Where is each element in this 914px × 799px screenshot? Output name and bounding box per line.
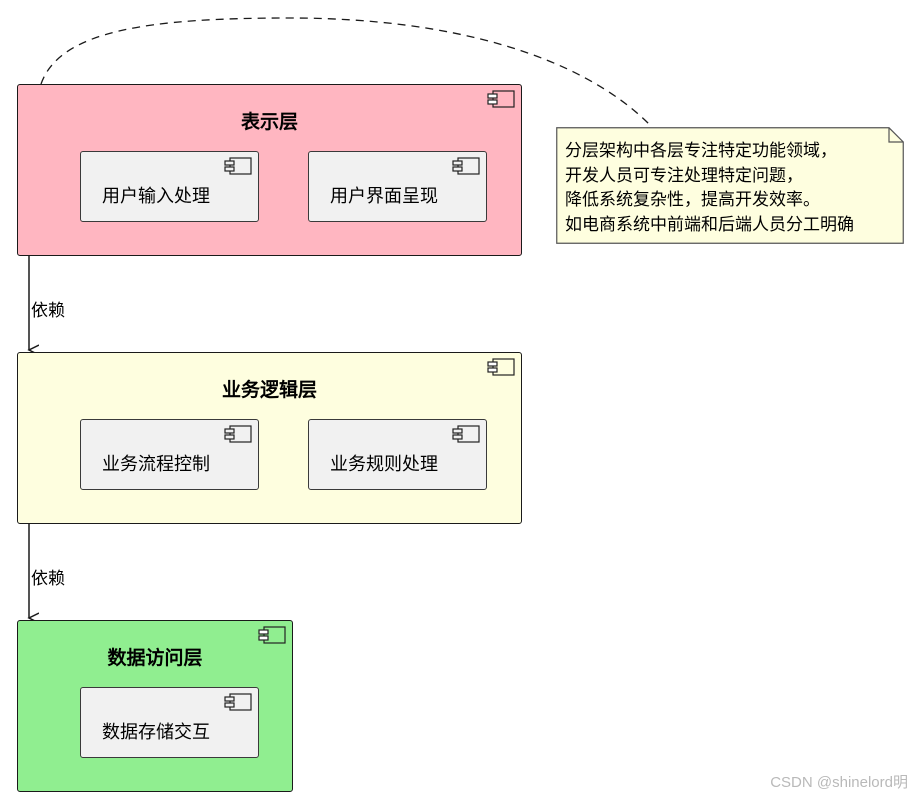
presentation-layer[interactable]: 表示层 用户输入处理 用户界面呈现 xyxy=(17,84,522,256)
component-label: 业务规则处理 xyxy=(330,454,438,475)
note-text: 分层架构中各层专注特定功能领域， 开发人员可专注处理特定问题， 降低系统复杂性，… xyxy=(565,139,854,237)
component-label: 业务流程控制 xyxy=(102,454,210,475)
layer-title: 数据访问层 xyxy=(107,647,203,669)
component-icon xyxy=(487,90,515,108)
component-icon xyxy=(224,157,252,175)
note-line: 降低系统复杂性，提高开发效率。 xyxy=(565,190,820,210)
component-icon xyxy=(224,425,252,443)
component-label: 用户输入处理 xyxy=(102,186,210,207)
watermark: CSDN @shinelord明 xyxy=(770,774,908,791)
data-access-layer[interactable]: 数据访问层 数据存储交互 xyxy=(17,620,293,792)
component-icon xyxy=(452,425,480,443)
component-user-input[interactable]: 用户输入处理 xyxy=(80,151,259,222)
component-icon xyxy=(258,626,286,644)
component-icon xyxy=(452,157,480,175)
layer-title: 业务逻辑层 xyxy=(221,379,317,401)
note[interactable]: 分层架构中各层专注特定功能领域， 开发人员可专注处理特定问题， 降低系统复杂性，… xyxy=(556,127,904,244)
component-ui-render[interactable]: 用户界面呈现 xyxy=(308,151,487,222)
component-label: 数据存储交互 xyxy=(102,722,210,743)
component-label: 用户界面呈现 xyxy=(330,186,438,207)
business-logic-layer[interactable]: 业务逻辑层 业务流程控制 业务规则处理 xyxy=(17,352,522,524)
component-icon xyxy=(487,358,515,376)
note-shape xyxy=(556,127,904,244)
component-rule-processing[interactable]: 业务规则处理 xyxy=(308,419,487,490)
component-icon xyxy=(224,693,252,711)
edge-label-dependency: 依赖 xyxy=(31,569,65,589)
note-line: 开发人员可专注处理特定问题， xyxy=(565,165,803,186)
note-line: 如电商系统中前端和后端人员分工明确 xyxy=(565,214,854,235)
component-data-storage[interactable]: 数据存储交互 xyxy=(80,687,259,758)
layer-title: 表示层 xyxy=(240,111,298,133)
note-line: 分层架构中各层专注特定功能领域， xyxy=(565,141,837,161)
edge-label-dependency: 依赖 xyxy=(31,301,65,321)
component-flow-control[interactable]: 业务流程控制 xyxy=(80,419,259,490)
